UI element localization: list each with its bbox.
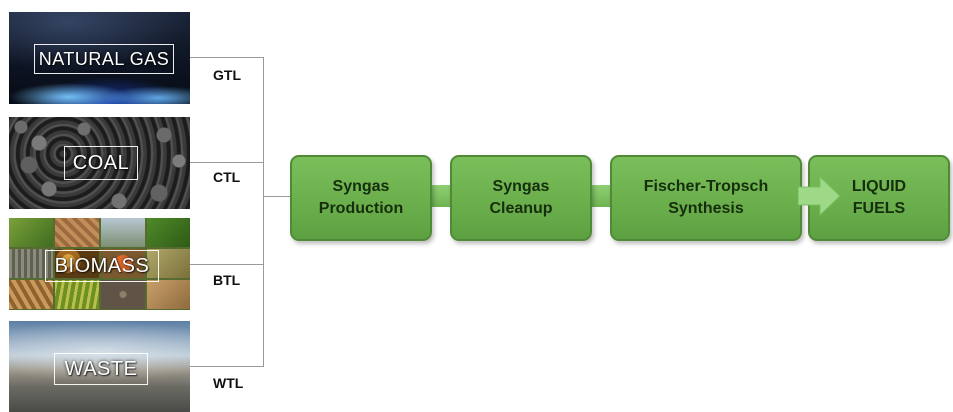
wtl-route-label: WTL xyxy=(213,375,244,391)
biomass-sawdust-cell xyxy=(147,280,190,309)
feed-to-process-line xyxy=(263,196,292,197)
biomass-label: BIOMASS xyxy=(45,250,159,282)
syngas-cleanup-label: Syngas Cleanup xyxy=(489,178,553,217)
natural-gas-label: NATURAL GAS xyxy=(34,44,174,74)
collector-line xyxy=(263,57,264,367)
biomass-wood-cell xyxy=(55,218,99,247)
biomass-stalk-cell xyxy=(55,280,99,309)
biomass-chips-cell xyxy=(9,280,53,309)
wtl-connector-line xyxy=(190,366,263,367)
waste-image: WASTE xyxy=(9,321,190,412)
biomass-field-cell xyxy=(101,218,145,247)
connector-cleanup-synthesis xyxy=(588,185,614,207)
natural-gas-image: NATURAL GAS xyxy=(9,12,190,104)
biomass-pellet-cell xyxy=(101,280,145,309)
biomass-grass-cell xyxy=(9,218,53,247)
fischer-tropsch-label: Fischer-Tropsch Synthesis xyxy=(643,178,769,217)
gtl-route-label: GTL xyxy=(213,67,241,83)
syngas-production-box: Syngas Production xyxy=(290,155,432,241)
syngas-production-label: Syngas Production xyxy=(318,178,404,217)
waste-label: WASTE xyxy=(54,353,148,385)
coal-label: COAL xyxy=(64,146,138,180)
biomass-nut-cell xyxy=(55,249,99,278)
biomass-leaf-cell xyxy=(147,218,190,247)
coal-image: COAL xyxy=(9,117,190,209)
biomass-husk-cell xyxy=(147,249,190,278)
biomass-fruit-cell xyxy=(101,249,145,278)
btl-connector-line xyxy=(190,264,263,265)
liquid-fuels-box: LIQUID FUELS xyxy=(808,155,950,241)
liquid-fuels-label: LIQUID FUELS xyxy=(851,178,907,217)
ctl-connector-line xyxy=(190,162,263,163)
connector-production-cleanup xyxy=(428,185,454,207)
fischer-tropsch-box: Fischer-Tropsch Synthesis xyxy=(610,155,802,241)
btl-route-label: BTL xyxy=(213,272,241,288)
syngas-cleanup-box: Syngas Cleanup xyxy=(450,155,592,241)
arrow-right-icon xyxy=(798,175,841,217)
gtl-connector-line xyxy=(190,57,263,58)
ctl-route-label: CTL xyxy=(213,169,241,185)
biomass-image: BIOMASS xyxy=(9,218,190,310)
